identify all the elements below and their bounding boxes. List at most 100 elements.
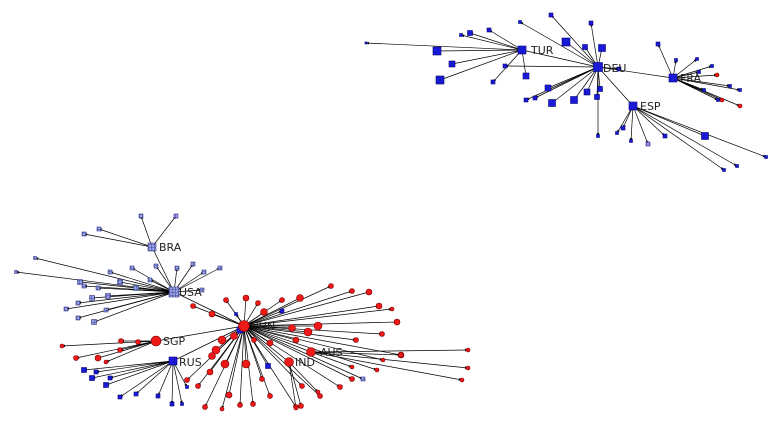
leaf-node xyxy=(662,133,668,139)
leaf-node xyxy=(201,269,207,275)
leaf-node xyxy=(94,354,102,362)
node-label-chn: CHN xyxy=(251,320,275,333)
hub-edge xyxy=(151,246,175,293)
leaf-node xyxy=(89,375,95,381)
node-label-rus: RUS xyxy=(179,356,202,369)
hub-node-bra xyxy=(147,242,157,252)
edge-chn xyxy=(243,325,383,336)
leaf-node xyxy=(435,75,445,85)
leaf-node xyxy=(208,352,216,360)
leaf-node xyxy=(81,367,87,373)
edge-deu xyxy=(551,66,599,104)
edge-chn xyxy=(243,325,384,361)
leaf-node xyxy=(195,383,201,389)
edge-bra xyxy=(83,233,153,248)
edge-rus xyxy=(105,360,174,386)
edge-fra xyxy=(672,71,700,79)
leaf-node xyxy=(259,376,265,382)
leaf-node xyxy=(118,338,124,344)
leaf-node xyxy=(597,86,603,92)
leaf-node xyxy=(234,312,238,316)
leaf-node xyxy=(190,303,196,309)
leaf-node xyxy=(288,324,296,332)
leaf-node xyxy=(103,307,109,313)
leaf-node xyxy=(107,375,113,381)
edge-tur xyxy=(365,41,523,51)
leaf-node xyxy=(133,391,139,397)
leaf-node xyxy=(298,403,304,409)
leaf-node xyxy=(147,277,153,283)
edge-deu xyxy=(565,41,599,68)
leaf-node xyxy=(722,168,726,172)
edge-chn xyxy=(243,325,293,330)
leaf-node xyxy=(93,369,99,375)
edge-aus xyxy=(310,348,469,353)
leaf-node xyxy=(374,367,380,373)
edge-esp xyxy=(616,105,634,134)
edge-chn xyxy=(243,291,370,327)
leaf-node xyxy=(518,20,522,24)
hub-node-sgp xyxy=(150,335,162,347)
leaf-node xyxy=(202,404,208,410)
leaf-node xyxy=(313,321,323,331)
leaf-node xyxy=(502,63,508,69)
leaf-node xyxy=(490,79,496,85)
edge-deu xyxy=(519,21,599,68)
leaf-node xyxy=(655,41,661,47)
leaf-node xyxy=(561,37,571,47)
edge-chn xyxy=(243,325,309,334)
edge-fra xyxy=(672,77,741,91)
edge-bra xyxy=(151,215,177,248)
edge-esp xyxy=(632,105,706,137)
leaf-node xyxy=(174,265,180,271)
edge-aus xyxy=(310,351,402,357)
edge-tur xyxy=(439,49,523,81)
leaf-node xyxy=(615,131,619,135)
leaf-node xyxy=(135,339,141,345)
leaf-node xyxy=(107,269,113,275)
edge-chn xyxy=(243,325,321,397)
leaf-node xyxy=(364,41,368,45)
edge-chn xyxy=(243,325,271,397)
leaf-node xyxy=(465,365,471,371)
leaf-node xyxy=(349,364,355,370)
leaf-node xyxy=(225,391,233,399)
edge-fra xyxy=(657,43,674,79)
leaf-node xyxy=(133,285,139,291)
edge-tur xyxy=(521,49,527,77)
node-label-bra: BRA xyxy=(159,241,182,254)
leaf-node xyxy=(697,70,701,74)
leaf-node xyxy=(184,377,190,383)
leaf-node xyxy=(710,64,714,68)
leaf-node xyxy=(73,355,79,361)
edge-usa xyxy=(173,267,221,293)
leaf-node xyxy=(299,383,305,389)
edge-sgp xyxy=(75,340,157,359)
leaf-node xyxy=(173,213,179,219)
leaf-node xyxy=(153,263,159,269)
edge-chn xyxy=(209,325,245,373)
hub-node-chn xyxy=(238,320,250,332)
leaf-node xyxy=(570,96,578,104)
edge-rus xyxy=(95,360,174,373)
leaf-node xyxy=(241,359,251,369)
node-label-ind: IND xyxy=(295,356,315,369)
edge-aus xyxy=(310,351,469,370)
edge-chn xyxy=(243,325,402,356)
hub-edge xyxy=(173,291,245,327)
leaf-node xyxy=(242,294,250,302)
leaf-node xyxy=(616,66,622,72)
edge-chn xyxy=(243,310,283,327)
leaf-node xyxy=(629,139,633,143)
nodes-layer xyxy=(14,12,768,412)
edge-chn xyxy=(228,325,245,396)
leaf-node xyxy=(465,347,471,353)
edge-rus xyxy=(157,360,174,397)
hub-node-deu xyxy=(593,62,603,72)
leaf-node xyxy=(532,95,538,101)
leaf-node xyxy=(81,283,87,289)
edge-usa xyxy=(93,291,175,323)
edge-rus xyxy=(135,360,174,395)
edge-rus xyxy=(172,360,188,388)
leaf-node xyxy=(279,308,285,314)
